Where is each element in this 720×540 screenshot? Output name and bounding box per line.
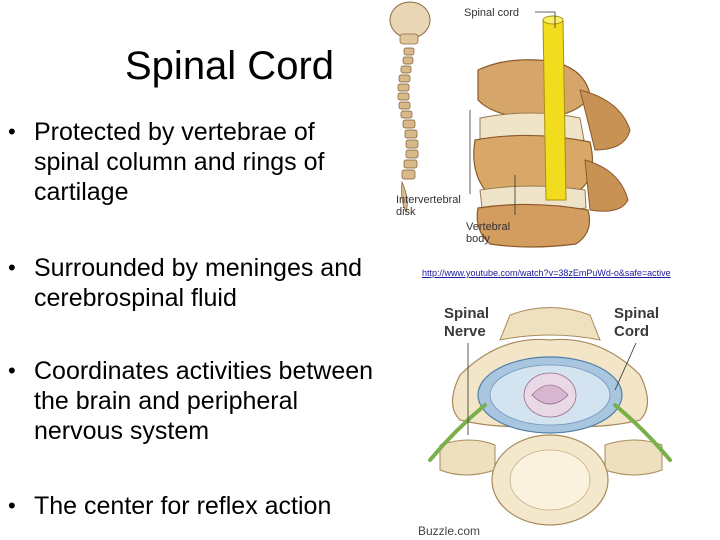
label-vertebral-body: Vertebral body (466, 221, 511, 245)
leader-lines (467, 342, 637, 435)
label-spinal-nerve: Spinal Nerve (444, 305, 490, 340)
label-spinal-cord-section: Spinal Cord (614, 305, 660, 340)
skeleton-figure (389, 1, 431, 213)
bullet-dot: • (8, 119, 16, 144)
bullet-text: Protected by vertebrae of spinal column … (34, 118, 325, 206)
slide-title: Spinal Cord (125, 44, 335, 88)
image-credit: Buzzle.com (418, 524, 481, 538)
vertebra-cross-section (439, 307, 663, 526)
spinal-nerves (428, 403, 672, 462)
bullet-text: Surrounded by meninges and cerebrospinal… (34, 254, 363, 312)
bullet-text: The center for reflex action (34, 492, 332, 520)
bullet-dot: • (8, 255, 16, 280)
cross-section-illustration: Spinal Nerve Spinal Cord (400, 295, 700, 540)
bullet-text: Coordinates activities between the brain… (34, 357, 374, 445)
video-link[interactable]: http://www.youtube.com/watch?v=38zEmPuWd… (422, 268, 671, 278)
leader-lines (469, 11, 556, 215)
bullet-dot: • (8, 358, 16, 383)
vertebra-drawing (389, 1, 631, 248)
cross-section-drawing (428, 307, 672, 526)
label-spinal-cord: Spinal cord (464, 7, 520, 19)
label-intervertebral-disk: Intervertebral disk (396, 194, 461, 218)
vertebra-illustration: Spinal cord Intervertebral disk Vertebra… (380, 0, 720, 250)
spinal-cord-shape (542, 15, 567, 201)
bullet-dot: • (8, 493, 16, 518)
